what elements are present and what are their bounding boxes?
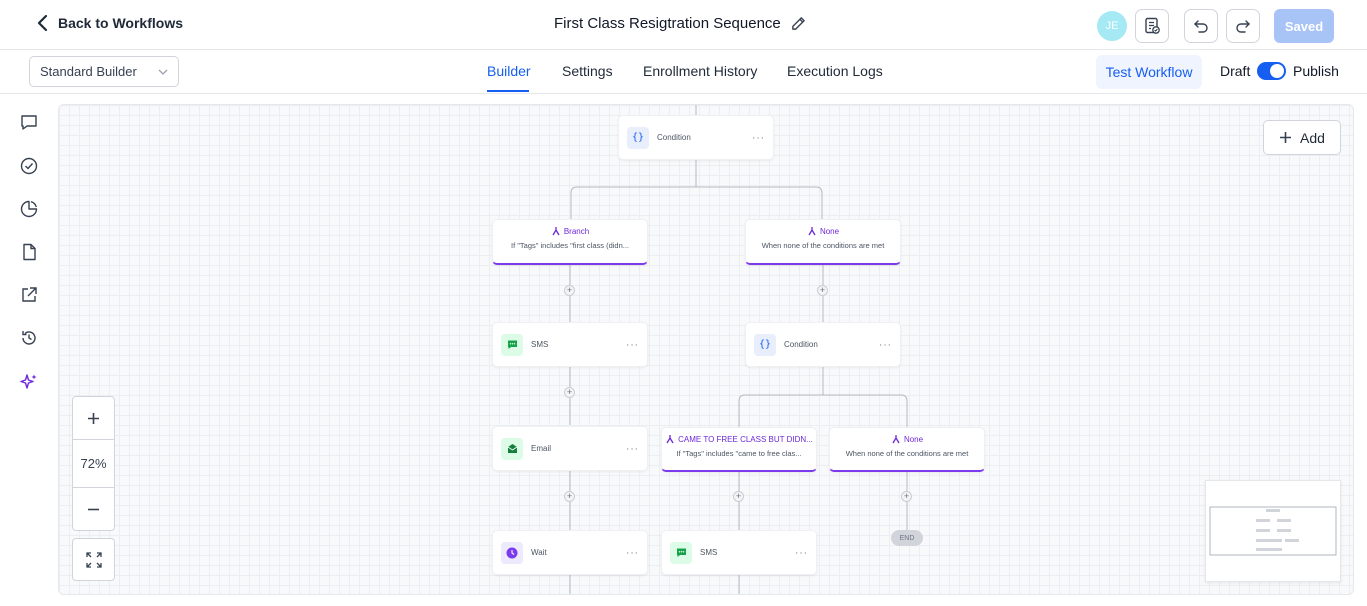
history-icon[interactable] — [19, 328, 39, 348]
publish-label: Publish — [1293, 63, 1339, 79]
node-label: Wait — [531, 548, 547, 557]
chat-bubble-icon[interactable] — [19, 112, 39, 132]
zoom-level: 72% — [73, 439, 114, 488]
add-step-button[interactable]: + — [901, 491, 912, 502]
add-step-button[interactable]: + — [564, 491, 575, 502]
zoom-controls: 72% — [72, 396, 115, 531]
builder-toolbar: Standard Builder Builder Settings Enroll… — [0, 50, 1367, 94]
connector-lines — [569, 105, 908, 594]
end-marker: END — [891, 530, 923, 546]
branch-icon — [808, 227, 816, 236]
tab-builder[interactable]: Builder — [487, 63, 531, 79]
sms-node[interactable]: SMS ··· — [661, 530, 817, 575]
branch-title: None — [819, 226, 840, 236]
branch-description: If "Tags" includes "came to free clas... — [676, 449, 802, 458]
workflow-title-text: First Class Resigtration Sequence — [554, 15, 781, 32]
active-tab-indicator — [487, 90, 529, 92]
tab-execution-logs[interactable]: Execution Logs — [787, 63, 883, 79]
branch-icon — [552, 227, 560, 236]
wait-node[interactable]: Wait ··· — [492, 530, 648, 575]
back-to-workflows-link[interactable]: Back to Workflows — [36, 14, 183, 32]
document-icon[interactable] — [19, 242, 39, 262]
add-step-button[interactable]: + — [733, 491, 744, 502]
email-node[interactable]: Email ··· — [492, 426, 648, 471]
more-options-icon[interactable]: ··· — [752, 132, 765, 143]
minus-icon — [88, 508, 99, 510]
node-label: Condition — [657, 133, 691, 142]
redo-icon — [1236, 20, 1250, 33]
branch-title: CAME TO FREE CLASS BUT DIDN... — [678, 434, 813, 444]
email-icon — [501, 437, 523, 460]
branch-icon — [892, 435, 900, 444]
workflow-canvas[interactable]: {} Condition ··· Branch If "Tags" includ… — [58, 104, 1354, 595]
condition-node[interactable]: {} Condition ··· — [618, 115, 774, 160]
more-options-icon[interactable]: ··· — [626, 443, 639, 454]
add-step-button[interactable]: + — [564, 387, 575, 398]
add-step-button[interactable]: + — [817, 285, 828, 296]
document-check-icon — [1145, 17, 1160, 34]
check-circle-icon[interactable] — [19, 156, 39, 176]
sparkles-icon[interactable] — [19, 372, 39, 392]
toggle-knob — [1270, 64, 1284, 78]
branch-description: When none of the conditions are met — [761, 241, 885, 250]
external-link-icon[interactable] — [19, 285, 39, 305]
test-workflow-button[interactable]: Test Workflow — [1096, 55, 1202, 89]
zoom-out-button[interactable] — [73, 488, 114, 530]
branch-node[interactable]: Branch If "Tags" includes "first class (… — [492, 219, 648, 265]
none-branch-node[interactable]: None When none of the conditions are met — [745, 219, 901, 265]
chevron-down-icon — [158, 69, 168, 75]
fit-view-button[interactable] — [72, 538, 115, 581]
braces-icon: {} — [754, 333, 776, 356]
workflow-title: First Class Resigtration Sequence — [554, 15, 806, 32]
tab-settings[interactable]: Settings — [562, 63, 613, 79]
branch-title: None — [903, 434, 924, 444]
node-label: SMS — [531, 340, 549, 349]
zoom-in-button[interactable] — [73, 397, 114, 439]
more-options-icon[interactable]: ··· — [626, 339, 639, 350]
top-bar: Back to Workflows First Class Resigtrati… — [0, 0, 1367, 50]
expand-icon — [85, 551, 102, 568]
pie-chart-icon[interactable] — [19, 199, 39, 219]
branch-node[interactable]: CAME TO FREE CLASS BUT DIDN... If "Tags"… — [661, 427, 817, 472]
condition-node[interactable]: {} Condition ··· — [745, 322, 901, 367]
branch-description: If "Tags" includes "first class (didn... — [510, 241, 630, 250]
more-options-icon[interactable]: ··· — [626, 547, 639, 558]
sms-icon — [501, 333, 523, 356]
add-step-button[interactable]: + — [564, 285, 575, 296]
sms-node[interactable]: SMS ··· — [492, 322, 648, 367]
node-label: Email — [531, 444, 552, 453]
tab-enrollment-history[interactable]: Enrollment History — [643, 63, 758, 79]
branch-title: Branch — [563, 226, 590, 236]
more-options-icon[interactable]: ··· — [795, 547, 808, 558]
node-label: Condition — [784, 340, 818, 349]
add-label: Add — [1300, 129, 1325, 146]
publish-toggle[interactable] — [1257, 62, 1286, 80]
builder-mode-select[interactable]: Standard Builder — [29, 56, 179, 87]
minimap-preview — [1209, 506, 1337, 556]
clock-icon — [501, 541, 523, 564]
draft-label: Draft — [1220, 63, 1251, 79]
chevron-left-icon — [37, 14, 48, 32]
sms-icon — [670, 541, 692, 564]
saved-button[interactable]: Saved — [1274, 9, 1334, 43]
builder-mode-value: Standard Builder — [40, 64, 137, 79]
braces-icon: {} — [627, 126, 649, 149]
add-trigger-button[interactable]: Add — [1263, 120, 1341, 155]
branch-icon — [666, 435, 674, 444]
workflow-notes-button[interactable] — [1135, 9, 1169, 43]
back-label: Back to Workflows — [58, 15, 183, 31]
avatar[interactable]: JE — [1097, 11, 1127, 41]
redo-button[interactable] — [1226, 9, 1260, 43]
plus-icon — [1280, 132, 1292, 143]
pencil-icon[interactable] — [791, 16, 806, 31]
plus-icon — [88, 412, 99, 424]
more-options-icon[interactable]: ··· — [879, 339, 892, 350]
branch-description: When none of the conditions are met — [845, 449, 969, 458]
none-branch-node[interactable]: None When none of the conditions are met — [829, 427, 985, 472]
minimap[interactable] — [1205, 480, 1341, 582]
undo-icon — [1194, 20, 1208, 33]
undo-button[interactable] — [1184, 9, 1218, 43]
node-label: SMS — [700, 548, 718, 557]
